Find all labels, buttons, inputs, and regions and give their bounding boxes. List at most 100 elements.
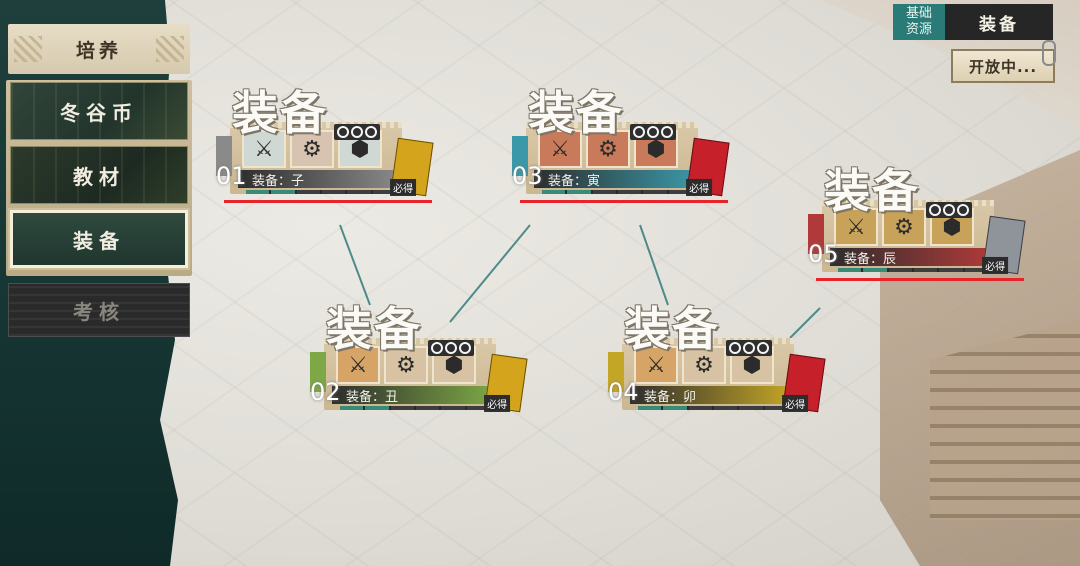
weapon-icon: ⚔ xyxy=(348,352,368,378)
connector-04-05 xyxy=(789,307,821,339)
guaranteed-reward-icon: 必得 xyxy=(686,137,730,197)
progress-segment xyxy=(964,268,988,272)
stage-progress xyxy=(542,190,692,194)
hex-icon xyxy=(943,204,955,216)
reward-tag: 必得 xyxy=(390,178,417,196)
hex-icon xyxy=(633,126,645,138)
connector-01-02 xyxy=(339,224,371,306)
progress-segment xyxy=(888,268,912,272)
stage-label: 装备：丑 xyxy=(346,389,399,405)
stage-label: 装备：辰 xyxy=(844,251,897,267)
stage-title: 装备 xyxy=(624,302,720,356)
resource-name-label: 装备 xyxy=(979,14,1019,35)
open-status-label: 开放中... xyxy=(968,57,1038,76)
stage-items: ⚔⚙⬢ xyxy=(336,346,476,384)
resource-category-label: 基础资源 xyxy=(905,6,932,37)
gear-icon: ⚙ xyxy=(302,136,322,162)
hex-icon xyxy=(337,126,349,138)
shield-icon: ⬢ xyxy=(350,136,370,162)
stage-number: 04 xyxy=(608,378,639,406)
stage-card-01[interactable]: ⚔⚙⬢ 装备：子 必得 01 装备 xyxy=(216,88,434,204)
stage-card-03[interactable]: ⚔ ⚙ ⬢ 装备：寅 必得 03 装备 xyxy=(512,88,730,204)
menu-item-label: 冬谷币 xyxy=(60,100,138,125)
material-item: ⚙ xyxy=(682,346,726,384)
stage-card-04[interactable]: ⚔⚙⬢ 装备：卯 必得 04 装备 xyxy=(608,304,826,420)
guaranteed-reward-icon: 必得 xyxy=(982,215,1026,275)
difficulty-hex-icons xyxy=(334,124,380,140)
stage-accent xyxy=(310,352,326,392)
reward-tag: 必得 xyxy=(982,256,1009,274)
menu-title-label: 培养 xyxy=(75,39,122,62)
hex-icon xyxy=(929,204,941,216)
hex-icon xyxy=(431,342,443,354)
progress-segment xyxy=(441,406,465,410)
progress-segment xyxy=(643,190,667,194)
stage-card-02[interactable]: ⚔⚙⬢ 装备：丑 必得 02 装备 xyxy=(310,304,528,420)
progress-segment xyxy=(340,406,364,410)
progress-segment xyxy=(246,190,270,194)
stage-number: 05 xyxy=(808,240,839,268)
progress-segment xyxy=(739,406,763,410)
menu-item-equipment-selected[interactable]: 装备 xyxy=(10,210,188,268)
gear-icon: ⚙ xyxy=(598,136,618,162)
progress-segment xyxy=(592,190,616,194)
menu-title: 培养 xyxy=(8,24,190,74)
progress-segment xyxy=(764,406,788,410)
hex-icon xyxy=(445,342,457,354)
stage-underline xyxy=(224,200,432,203)
guaranteed-reward-icon: 必得 xyxy=(782,353,826,413)
stage-progress xyxy=(838,268,988,272)
open-status-button[interactable]: 开放中... xyxy=(951,49,1055,83)
stage-card-05[interactable]: ⚔⚙⬢ 装备：辰 必得 05 装备 xyxy=(808,166,1026,282)
resource-category-tag: 基础资源 xyxy=(893,4,945,40)
stage-number: 01 xyxy=(216,162,247,190)
menu-item-label: 考核 xyxy=(73,299,125,324)
reward-tag: 必得 xyxy=(686,178,713,196)
progress-segment xyxy=(688,406,712,410)
progress-segment xyxy=(372,190,396,194)
material-item: ⚔ xyxy=(336,346,380,384)
stage-number: 03 xyxy=(512,162,543,190)
progress-segment xyxy=(638,406,662,410)
difficulty-hex-icons xyxy=(726,340,772,356)
material-item: ⚙ xyxy=(586,130,630,168)
difficulty-hex-icons xyxy=(630,124,676,140)
hex-icon xyxy=(459,342,471,354)
weapon-icon: ⚔ xyxy=(646,352,666,378)
progress-segment xyxy=(913,268,938,272)
gear-icon: ⚙ xyxy=(894,214,914,240)
stage-title: 装备 xyxy=(824,164,920,218)
stage-label-bar: 装备：卯 xyxy=(630,386,792,405)
stage-label-bar: 装备：寅 xyxy=(534,170,696,189)
progress-segment xyxy=(390,406,414,410)
stage-label-bar: 装备：辰 xyxy=(830,248,992,267)
hex-icon xyxy=(957,204,969,216)
material-item: ⚔ xyxy=(538,130,582,168)
stage-underline xyxy=(520,200,728,203)
hex-icon xyxy=(661,126,673,138)
progress-segment xyxy=(663,406,687,410)
progress-segment xyxy=(271,190,295,194)
progress-segment xyxy=(365,406,389,410)
progress-segment xyxy=(939,268,963,272)
stage-label: 装备：子 xyxy=(252,173,305,189)
guaranteed-reward-icon: 必得 xyxy=(390,137,434,197)
stage-number: 02 xyxy=(310,378,341,406)
stage-title: 装备 xyxy=(528,86,624,140)
wooden-stairs xyxy=(930,320,1080,520)
progress-segment xyxy=(347,190,371,194)
stage-title: 装备 xyxy=(326,302,422,356)
weapon-icon: ⚔ xyxy=(846,214,866,240)
stage-label: 装备：卯 xyxy=(644,389,697,405)
progress-segment xyxy=(542,190,566,194)
resource-name: 装备 xyxy=(945,4,1053,40)
stage-accent xyxy=(808,214,824,254)
shield-icon: ⬢ xyxy=(646,136,666,162)
progress-segment xyxy=(321,190,346,194)
stage-progress xyxy=(638,406,788,410)
stage-label-bar: 装备：丑 xyxy=(332,386,494,405)
gear-icon: ⚙ xyxy=(694,352,714,378)
hex-icon xyxy=(729,342,741,354)
progress-segment xyxy=(466,406,490,410)
